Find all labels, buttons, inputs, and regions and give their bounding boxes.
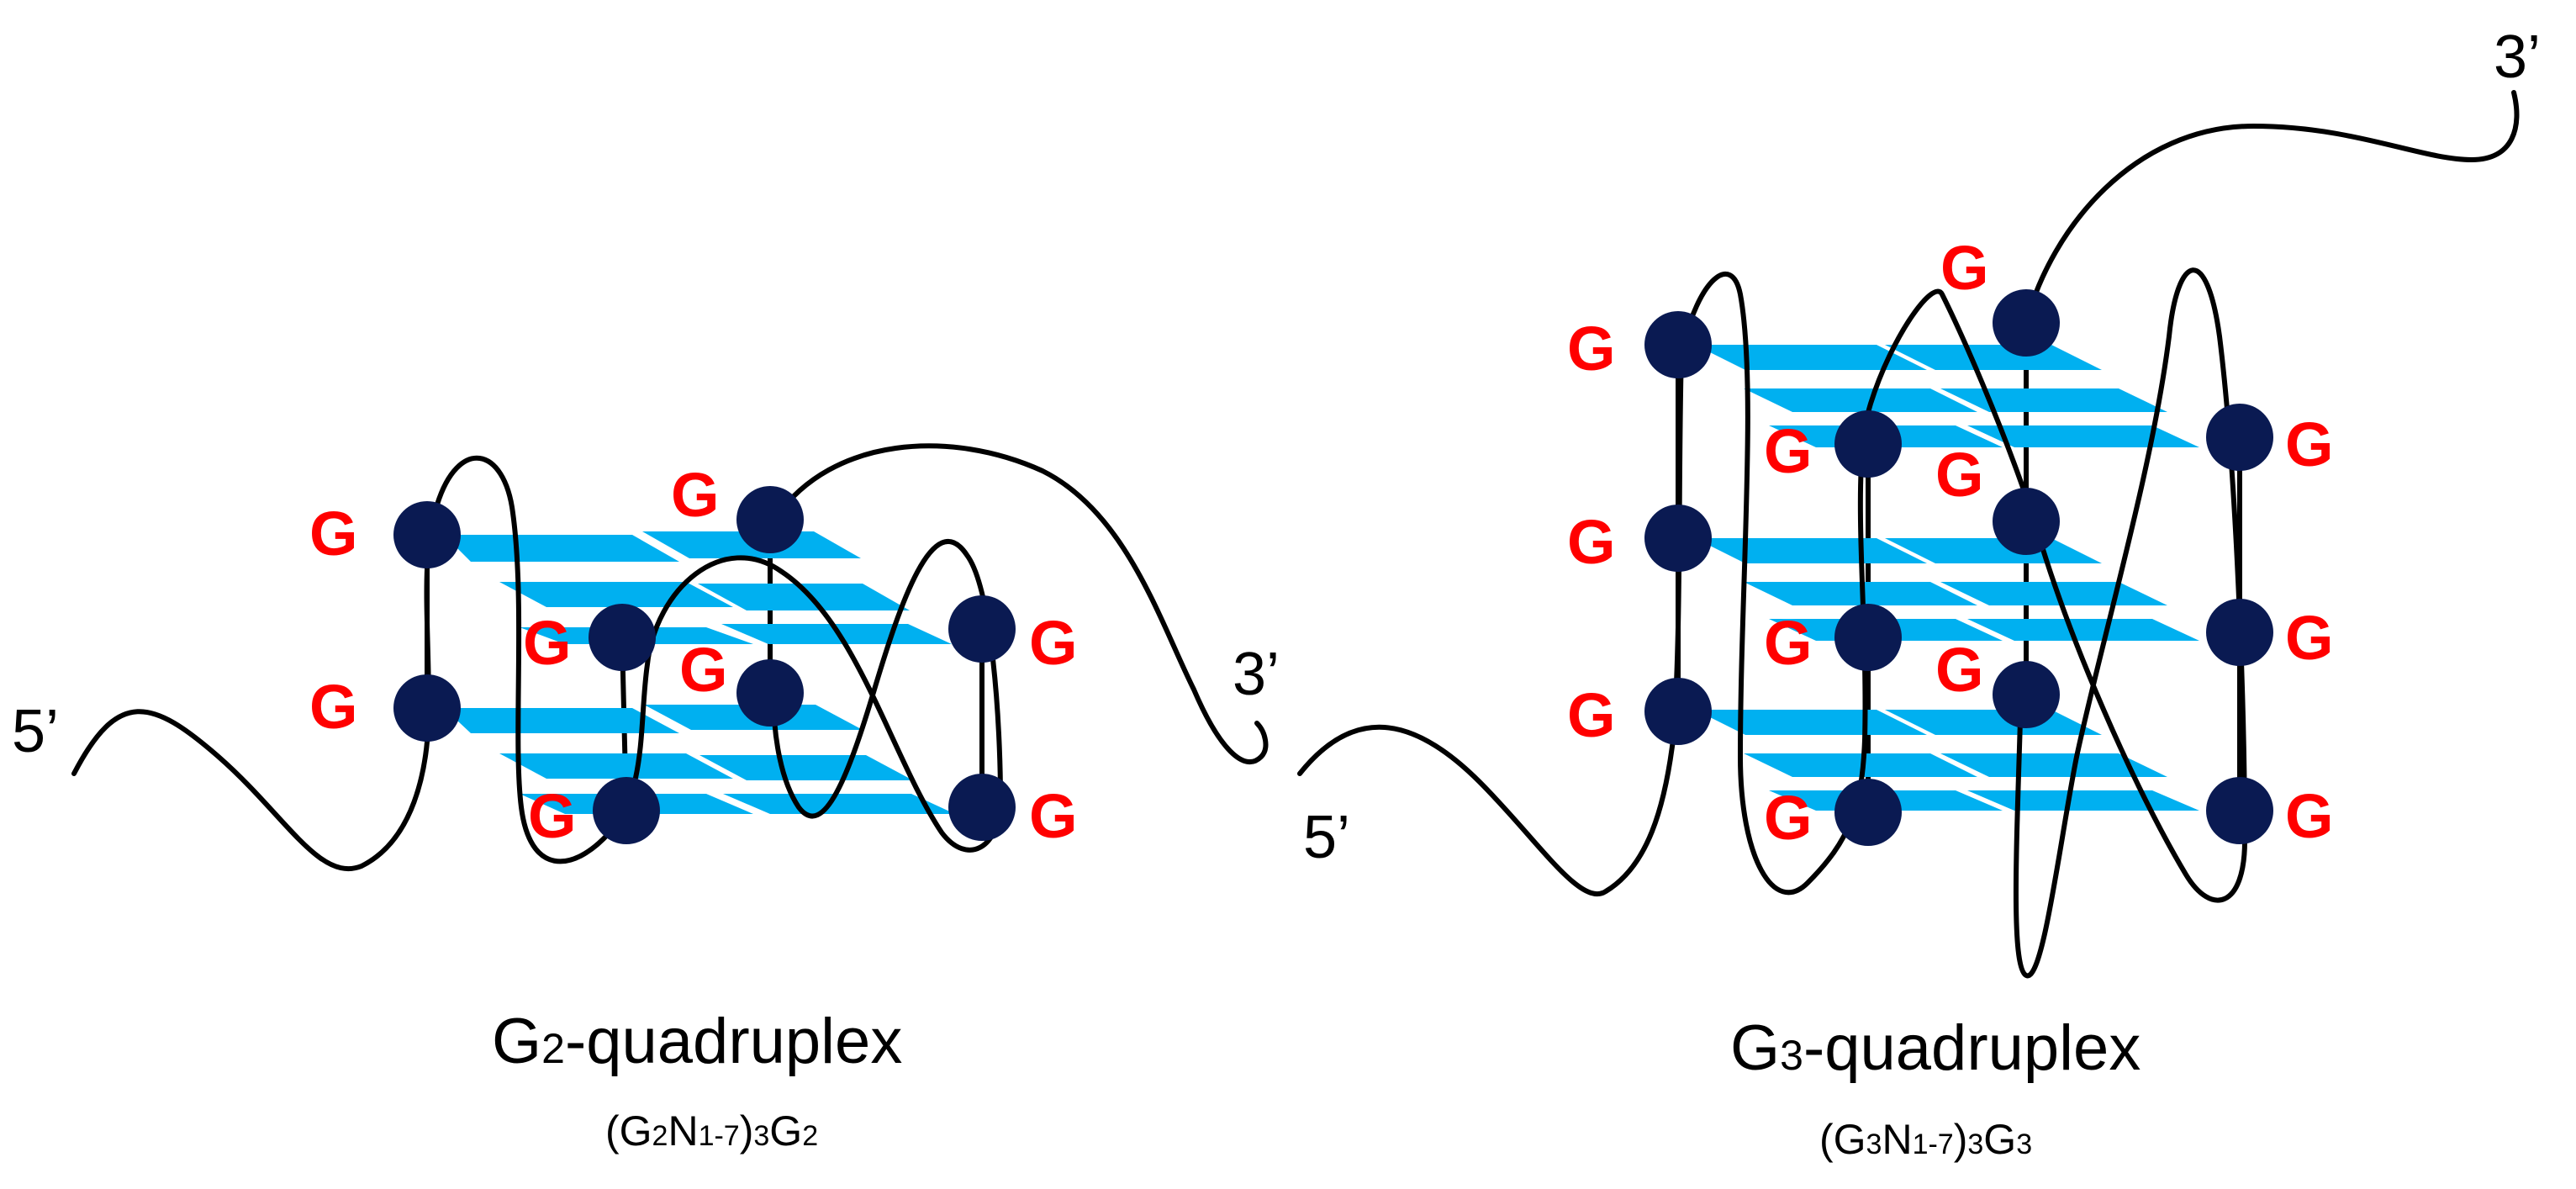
g-node	[1993, 289, 2060, 357]
five-prime-label: 5’	[12, 698, 59, 765]
g-node	[1993, 661, 2060, 728]
tetrad-plane	[1967, 425, 2199, 447]
tetrad-plane	[444, 708, 679, 733]
tetrad-plane	[1967, 619, 2199, 641]
tetrad-plane	[699, 755, 913, 780]
g3-title: G3-quadruplex	[1730, 1012, 2141, 1084]
g-node	[1993, 488, 2060, 555]
g-node	[1834, 604, 1902, 671]
g-label: G	[1567, 314, 1616, 383]
g-label: G	[2285, 603, 2334, 673]
tetrad-plane	[1885, 345, 2102, 370]
g-label: G	[2285, 410, 2334, 479]
g3-formula: (G3N1-7)3G3	[1819, 1116, 2032, 1163]
g-node	[593, 777, 660, 844]
g-label: G	[2285, 781, 2334, 851]
g3-g-labels: G G G G G G G G G G G G	[1567, 233, 2334, 853]
g-node	[1834, 410, 1902, 478]
g2-backbone-strand	[71, 443, 1269, 872]
g3-quadruplex: G G G G G G G G G G G G 5’ 3’ G3-quadrup…	[1297, 24, 2541, 1163]
g2-quadruplex: G G G G G G G G 5’ 3’ G2-quadruplex (G2N…	[12, 443, 1280, 1155]
g-node	[393, 674, 461, 742]
g-label: G	[1029, 608, 1078, 678]
tetrad-plane	[499, 582, 733, 607]
tetrad-plane	[1940, 753, 2167, 777]
g-label: G	[1029, 781, 1078, 851]
tetrad-plane	[1940, 388, 2167, 412]
g-label: G	[1764, 783, 1813, 853]
tetrad-plane	[444, 535, 679, 562]
g3-tetrads	[1695, 345, 2199, 811]
g-node	[2206, 777, 2273, 844]
tetrad-plane	[1695, 710, 1927, 735]
g-label: G	[671, 460, 720, 530]
g-node	[948, 595, 1016, 663]
tetrad-plane	[1940, 582, 2167, 605]
tetrad-plane	[499, 753, 733, 779]
g-label: G	[1567, 507, 1616, 577]
g-label: G	[523, 608, 572, 678]
g-node	[1834, 779, 1902, 846]
tetrad-plane	[1695, 538, 1927, 563]
g-node	[736, 659, 804, 727]
three-prime-label: 3’	[1233, 641, 1280, 708]
g-label: G	[1567, 680, 1616, 750]
g-label: G	[679, 635, 728, 705]
g-node	[589, 604, 656, 671]
g2-title: G2-quadruplex	[492, 1006, 902, 1077]
g-node	[1644, 311, 1712, 378]
g-label: G	[1935, 440, 1984, 510]
g-label: G	[1764, 608, 1813, 678]
g-node	[1644, 678, 1712, 745]
g2-g-labels: G G G G G G G G	[309, 460, 1078, 851]
tetrad-plane	[723, 794, 955, 814]
tetrad-plane	[1744, 388, 1977, 412]
g-node	[948, 774, 1016, 841]
g2-formula: (G2N1-7)3G2	[605, 1107, 818, 1155]
g-label: G	[1940, 233, 1989, 303]
g-node	[2206, 404, 2273, 471]
g3-backbone-strand	[1297, 90, 2520, 979]
tetrad-plane	[1695, 345, 1927, 370]
g-node	[1644, 505, 1712, 572]
g-node	[736, 486, 804, 553]
g-label: G	[309, 499, 358, 568]
g-label: G	[528, 781, 577, 851]
tetrad-plane	[1967, 790, 2199, 811]
g3-nucleotides	[1644, 289, 2273, 846]
five-prime-label: 5’	[1303, 804, 1350, 871]
g-label: G	[309, 672, 358, 742]
tetrad-plane	[698, 584, 910, 610]
g-label: G	[1935, 635, 1984, 705]
g-node	[2206, 599, 2273, 666]
g2-nucleotides	[393, 486, 1016, 844]
g-node	[393, 501, 461, 568]
three-prime-label: 3’	[2494, 24, 2541, 91]
g-label: G	[1764, 416, 1813, 486]
